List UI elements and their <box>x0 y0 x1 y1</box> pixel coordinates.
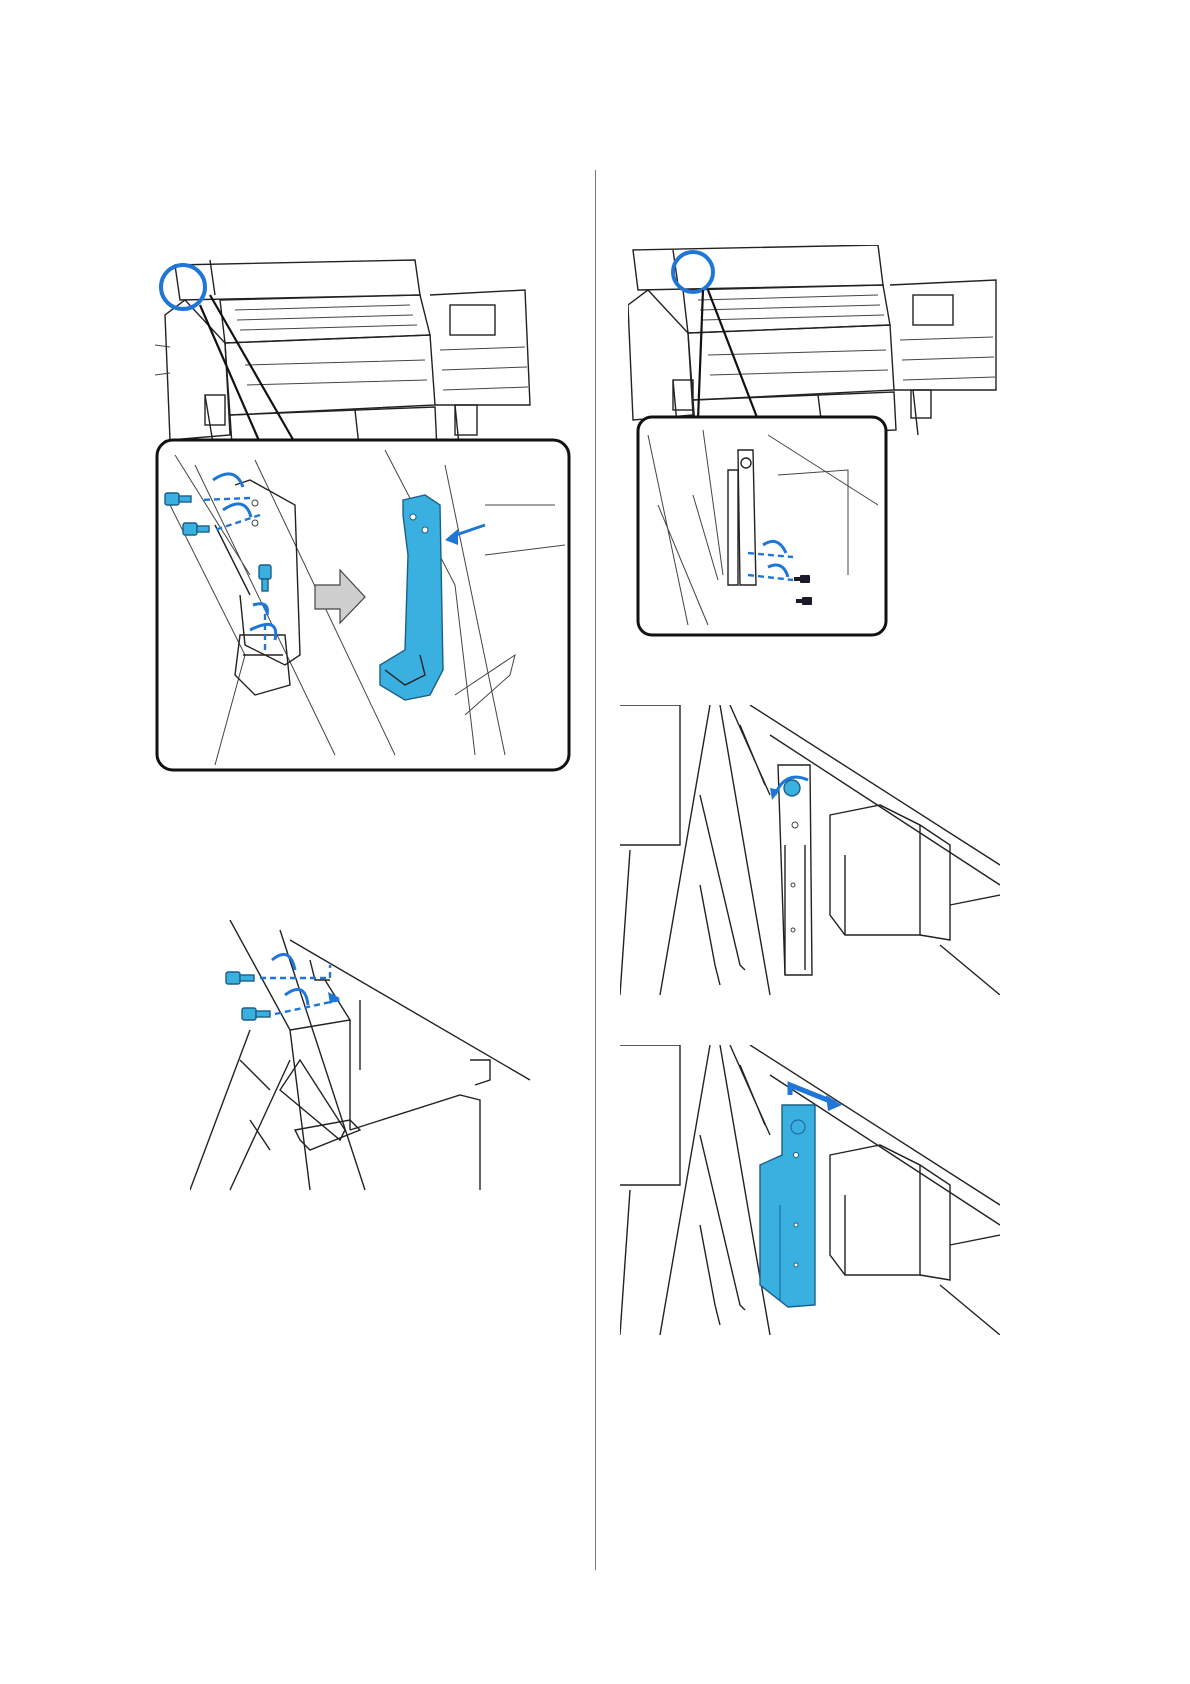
bracket-outline <box>778 765 812 975</box>
fig-slide-bracket-right <box>620 1045 1000 1335</box>
printer-illustration <box>628 245 996 438</box>
callout-box <box>157 440 569 770</box>
zoom-highlight-circle <box>161 265 205 309</box>
screw-icon <box>784 780 800 796</box>
screw-icon <box>242 1008 270 1020</box>
fig-screws-left <box>190 920 540 1200</box>
zoom-highlight-circle <box>673 252 713 292</box>
highlighted-bracket <box>760 1105 815 1307</box>
printer-illustration <box>155 260 530 460</box>
column-divider <box>595 170 596 1570</box>
fig-printer-right-callout <box>628 245 998 675</box>
callout-box <box>638 417 886 635</box>
screw-icon <box>226 972 254 984</box>
fig-printer-left-callout <box>155 255 575 775</box>
fig-loosen-screw-right <box>620 705 1000 995</box>
